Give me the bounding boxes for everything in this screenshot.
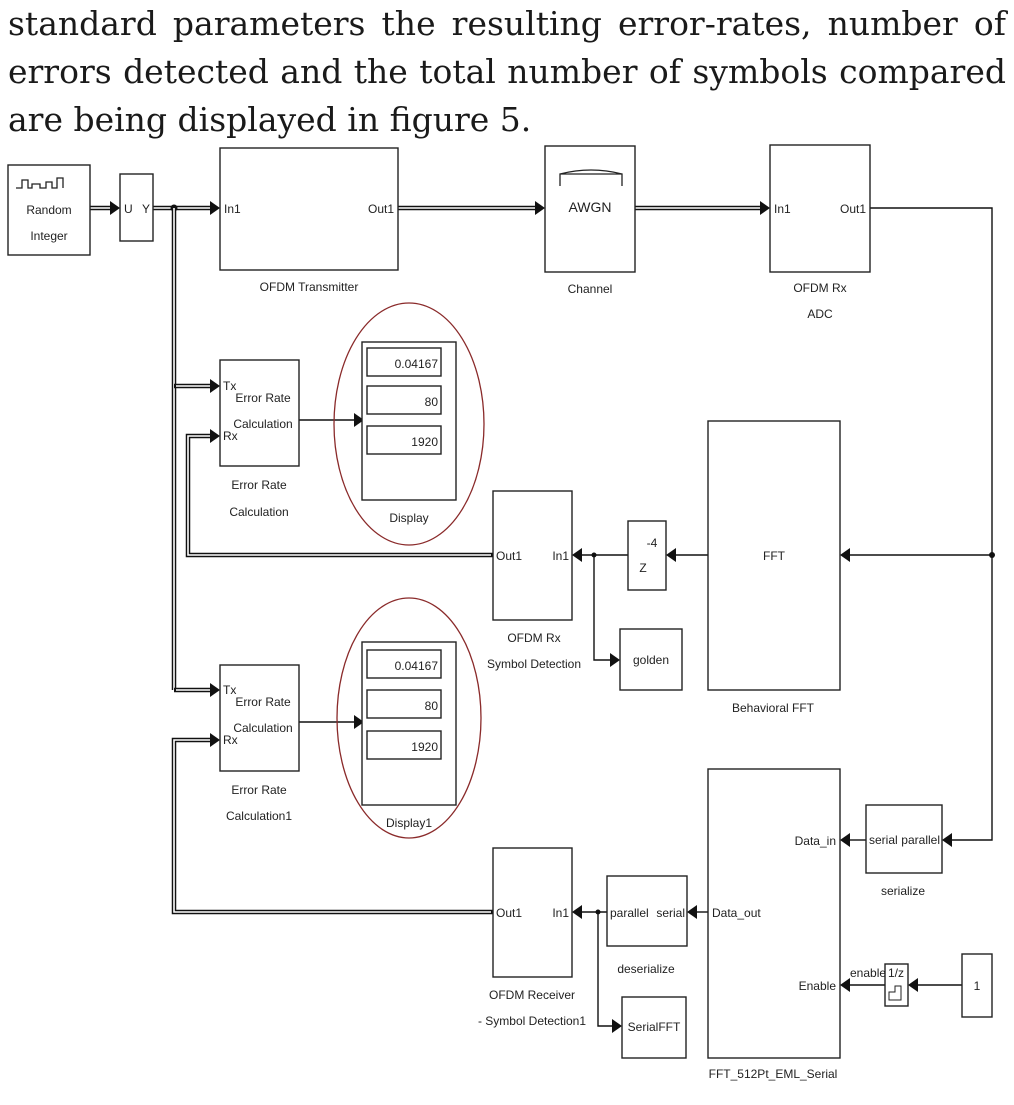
connections — [90, 201, 995, 1033]
golden-block[interactable]: golden — [619, 628, 683, 691]
awgn-name: AWGN — [568, 199, 611, 215]
adc-in1-port: In1 — [774, 202, 791, 216]
display-block-2[interactable]: 0.04167 80 1920 Display1 — [336, 597, 482, 839]
err1-inner-2: Calculation — [233, 417, 292, 431]
tx-label: OFDM Transmitter — [260, 280, 359, 294]
fft-name: FFT — [763, 549, 786, 563]
fft-label: Behavioral FFT — [732, 701, 815, 715]
fft512-enable-port: Enable — [799, 979, 837, 993]
err2-tx-port: Tx — [223, 683, 236, 697]
delay-block[interactable]: -4 Z — [627, 520, 667, 591]
text-line-1: standard parameters the resulting error-… — [8, 4, 1006, 43]
symdet1-out1-port: Out1 — [496, 906, 522, 920]
random-integer-label-2: Integer — [30, 229, 67, 243]
display1-symbols: 1920 — [411, 435, 438, 449]
fft512-data-in-port: Data_in — [795, 834, 836, 848]
delay-z: Z — [639, 561, 646, 575]
err2-label-2: Calculation1 — [226, 809, 292, 823]
err1-label-1: Error Rate — [231, 478, 287, 492]
awgn-channel-block[interactable]: AWGN Channel — [544, 145, 636, 296]
err1-inner-1: Error Rate — [235, 391, 291, 405]
display1-error-rate: 0.04167 — [395, 357, 439, 371]
deserialize-in-port: parallel — [610, 906, 649, 920]
uy-converter-block[interactable]: U Y — [119, 173, 154, 242]
tx-out1-port: Out1 — [368, 202, 394, 216]
tx-in1-port: In1 — [224, 202, 241, 216]
ofdm-receiver-symbol-detection1-block[interactable]: Out1 In1 OFDM Receiver - Symbol Detectio… — [478, 847, 586, 1028]
display2-errors: 80 — [425, 699, 439, 713]
display2-error-rate: 0.04167 — [395, 659, 439, 673]
text-line-3: are being displayed in figure 5. — [8, 100, 532, 139]
err2-label-1: Error Rate — [231, 783, 287, 797]
deserialize-block[interactable]: parallel serial deserialize — [606, 875, 688, 976]
golden-name: golden — [633, 653, 669, 667]
random-signal-icon — [16, 177, 64, 189]
constant-value: 1 — [974, 979, 981, 993]
symdet-in1-port: In1 — [552, 549, 569, 563]
uy-y-port: Y — [142, 202, 150, 216]
serialfft-name: SerialFFT — [628, 1020, 681, 1034]
symdet-label-2: Symbol Detection — [487, 657, 581, 671]
ofdm-rx-symbol-detection-block[interactable]: Out1 In1 OFDM Rx Symbol Detection — [487, 490, 581, 671]
display2-symbols: 1920 — [411, 740, 438, 754]
body-text: standard parameters the resulting error-… — [8, 0, 1006, 144]
fft-512pt-serial-block[interactable]: Data_in Data_out Enable FFT_512Pt_EML_Se… — [707, 768, 841, 1081]
enable-icon — [888, 985, 902, 1001]
delay-power: -4 — [647, 536, 658, 550]
adc-out1-port: Out1 — [840, 202, 866, 216]
symdet1-label-2: - Symbol Detection1 — [478, 1014, 586, 1028]
display2-highlight — [336, 597, 482, 839]
err1-label-2: Calculation — [229, 505, 288, 519]
deserialize-out-port: serial — [656, 906, 685, 920]
symdet-out1-port: Out1 — [496, 549, 522, 563]
awgn-label: Channel — [568, 282, 613, 296]
fft512-label: FFT_512Pt_EML_Serial — [709, 1067, 838, 1081]
serialize-label: serialize — [881, 884, 925, 898]
serialfft-block[interactable]: SerialFFT — [621, 996, 687, 1059]
ofdm-transmitter-block[interactable]: In1 Out1 OFDM Transmitter — [219, 147, 399, 294]
enable-delay-block[interactable]: enable 1/z — [850, 963, 909, 1007]
symdet1-label-1: OFDM Receiver — [489, 988, 575, 1002]
uy-u-port: U — [124, 202, 133, 216]
random-integer-block[interactable]: Random Integer — [7, 164, 91, 256]
symdet1-in1-port: In1 — [552, 906, 569, 920]
display1-errors: 80 — [425, 395, 439, 409]
channel-icon — [559, 169, 623, 186]
behavioral-fft-block[interactable]: FFT Behavioral FFT — [707, 420, 841, 715]
display-block-1[interactable]: 0.04167 80 1920 Display — [333, 302, 485, 546]
fft512-data-out-port: Data_out — [712, 906, 761, 920]
random-integer-label-1: Random — [26, 203, 71, 217]
text-line-2: errors detected and the total number of … — [8, 52, 1006, 91]
enable-tf-label: 1/z — [888, 966, 904, 980]
err2-inner-2: Calculation — [233, 721, 292, 735]
serialize-out-port: parallel — [901, 833, 940, 847]
display1-highlight — [333, 302, 485, 546]
adc-label-2: ADC — [807, 307, 833, 321]
err1-tx-port: Tx — [223, 379, 236, 393]
adc-label-1: OFDM Rx — [793, 281, 846, 295]
err2-inner-1: Error Rate — [235, 695, 291, 709]
constant-block[interactable]: 1 — [961, 953, 993, 1018]
error-rate-calc-block-1[interactable]: Tx Rx Error Rate Calculation Error Rate … — [219, 359, 300, 519]
ofdm-rx-adc-block[interactable]: In1 Out1 OFDM Rx ADC — [769, 144, 871, 321]
err2-rx-port: Rx — [223, 733, 238, 747]
display2-label: Display1 — [386, 816, 432, 830]
serialize-block[interactable]: serial parallel serialize — [865, 804, 943, 898]
display1-label: Display — [389, 511, 428, 525]
err1-rx-port: Rx — [223, 429, 238, 443]
error-rate-calc-block-2[interactable]: Tx Rx Error Rate Calculation Error Rate … — [219, 664, 300, 823]
deserialize-label: deserialize — [617, 962, 675, 976]
enable-port-label: enable — [850, 966, 886, 980]
serialize-in-port: serial — [869, 833, 898, 847]
symdet-label-1: OFDM Rx — [507, 631, 560, 645]
